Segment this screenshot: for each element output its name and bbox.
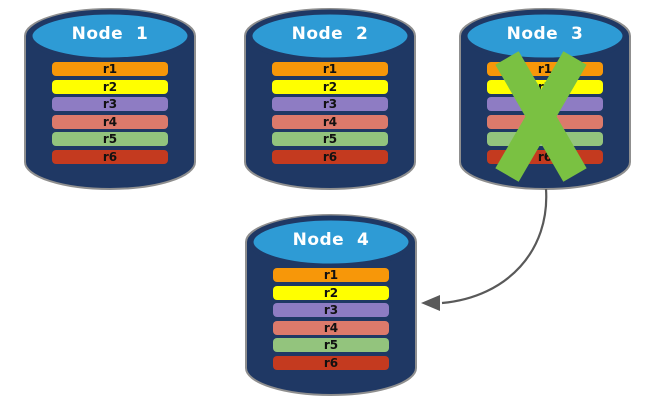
replica-bar-r5: r5 [273,338,389,352]
cylinder-top [248,215,414,269]
replica-bar-r1: r1 [272,62,388,76]
replica-list: r1 r2 r3 r4 r5 r6 [487,62,603,164]
node-3-failed: Node 3 r1 r2 r3 r4 r5 r6 [457,5,633,191]
replica-bar-r5: r5 [272,132,388,146]
replica-bar-r4: r4 [272,114,388,129]
replica-bar-r6: r6 [52,149,168,164]
replica-bar-r1: r1 [52,62,168,76]
replica-bar-r4: r4 [273,320,389,335]
node-title: Node 1 [71,24,149,44]
replica-bar-r2: r2 [272,79,388,94]
replica-bar-r3: r3 [272,97,388,111]
replica-bar-r3: r3 [487,97,603,111]
replica-bar-r2: r2 [487,79,603,94]
replica-bar-r4: r4 [487,114,603,129]
replica-bar-r6: r6 [272,149,388,164]
replica-bar-r2: r2 [273,285,389,300]
node-1: Node 1 r1 r2 r3 r4 r5 r6 [22,5,198,191]
node-2: Node 2 r1 r2 r3 r4 r5 r6 [242,5,418,191]
node-title: Node 4 [292,230,370,250]
replica-bar-r3: r3 [273,303,389,317]
node-title: Node 2 [291,24,369,44]
arrowhead-icon [421,295,440,311]
replica-bar-r1: r1 [487,62,603,76]
node-4: Node 4 r1 r2 r3 r4 r5 r6 [243,211,419,397]
cylinder-top [247,9,413,63]
cylinder-top [27,9,193,63]
replica-bar-r1: r1 [273,268,389,282]
replica-bar-r5: r5 [52,132,168,146]
replica-list: r1 r2 r3 r4 r5 r6 [52,62,168,164]
replica-bar-r6: r6 [273,355,389,370]
replica-bar-r3: r3 [52,97,168,111]
replica-bar-r5: r5 [487,132,603,146]
node-title: Node 3 [506,24,584,44]
replica-list: r1 r2 r3 r4 r5 r6 [272,62,388,164]
replica-list: r1 r2 r3 r4 r5 r6 [273,268,389,370]
replica-bar-r4: r4 [52,114,168,129]
replica-bar-r6: r6 [487,149,603,164]
replica-bar-r2: r2 [52,79,168,94]
